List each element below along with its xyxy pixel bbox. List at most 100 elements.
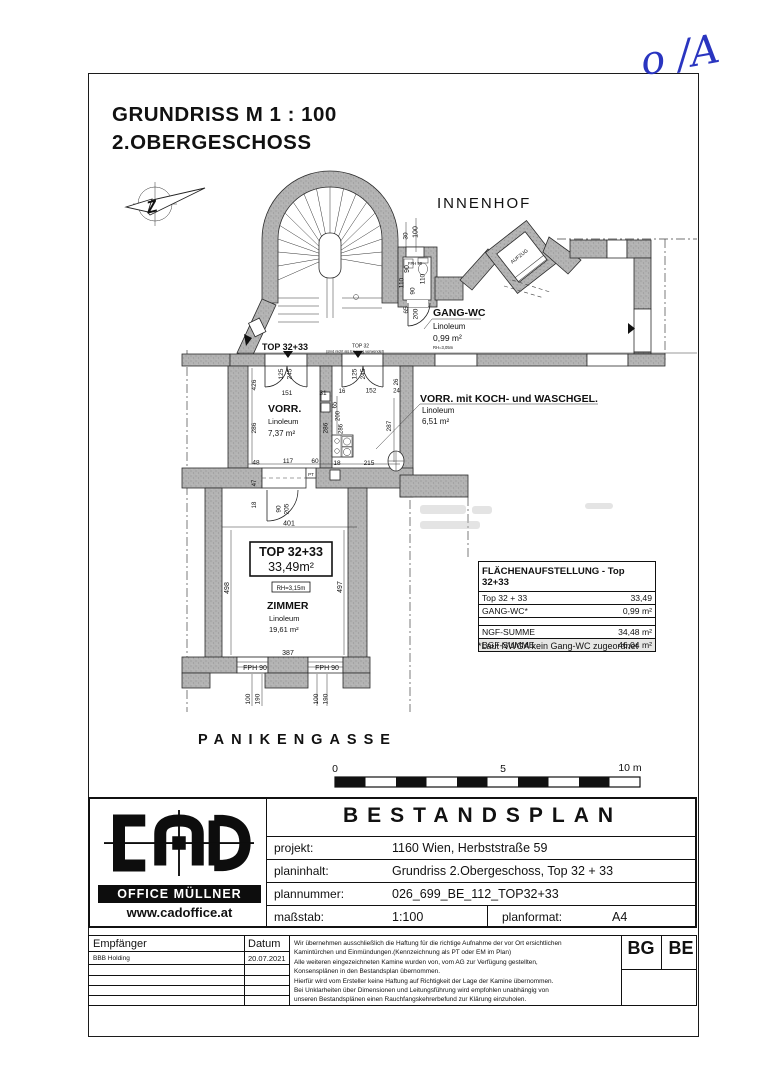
- dim: 245: [360, 368, 367, 379]
- handwritten-mark: o /A: [637, 26, 723, 85]
- dim: 100: [313, 693, 320, 704]
- gang-wc-area: 0,99 m²: [433, 333, 462, 343]
- row-value: 33,49: [630, 593, 652, 603]
- disclaimer-line: Wir übernehmen ausschließlich die Haftun…: [294, 940, 562, 947]
- elevator: AUFZUG: [434, 219, 582, 301]
- dim: 110: [399, 277, 406, 288]
- disclaimer-line: Hierfür wird vom Ersteller keine Haftung…: [294, 977, 554, 985]
- field-label-massstab: maßstab:: [274, 910, 325, 924]
- dim: 401: [283, 521, 295, 528]
- plan-title-line2: 2.OBERGESCHOSS: [112, 131, 312, 154]
- row-label: NGF-SUMME: [482, 627, 535, 637]
- dim: FPH 90: [243, 665, 267, 672]
- dim: FPH 90: [315, 665, 339, 672]
- sheet-border: [88, 73, 699, 1037]
- boundary-lines: [186, 238, 697, 712]
- door-top3233-label: TOP 32+33: [262, 342, 308, 352]
- table-spacer: [479, 618, 655, 626]
- dim: 190: [255, 693, 262, 704]
- street-label: PANIKENGASSE: [198, 732, 397, 748]
- row-label: BGF-SUMME: [482, 640, 535, 650]
- disclaimer-line: Kamintürchen und Einmündungen.(Kennzeich…: [294, 949, 512, 957]
- titleblock-line: [266, 836, 695, 837]
- footer-line: [89, 951, 289, 952]
- rh-box: RH=3,15m: [277, 586, 306, 592]
- scale-5: 5: [500, 763, 506, 775]
- zimmer-name: ZIMMER: [267, 600, 309, 612]
- footer-divider: [621, 936, 622, 1005]
- gang-wc-floor: Linoleum: [433, 322, 466, 331]
- dim: 48: [252, 460, 260, 467]
- zimmer-floor: Linoleum: [269, 614, 299, 623]
- courtyard-walls: [569, 239, 652, 366]
- logo-url: www.cadoffice.at: [126, 905, 233, 920]
- dim: 100: [245, 693, 252, 704]
- dim: 205: [284, 503, 291, 514]
- disclaimer-text: Wir übernehmen ausschließlich die Haftun…: [294, 939, 609, 1005]
- footer-line: [621, 969, 697, 970]
- cad-logo: [104, 810, 254, 876]
- disclaimer-line: Alle weiteren eingezeichneten Kamine wur…: [294, 958, 538, 966]
- dim: 287: [386, 420, 393, 431]
- dim: 31: [319, 390, 327, 397]
- field-value-planinhalt: Grundriss 2.Obergeschoss, Top 32 + 33: [392, 864, 614, 878]
- gang-wc-room: [397, 218, 438, 327]
- dim: 18: [252, 501, 258, 508]
- staircase: [261, 170, 399, 323]
- footer-block: Empfänger Datum BBB Holding 20.07.2021 W…: [88, 935, 697, 1006]
- scale-bar: 0 5 10 m: [332, 762, 642, 788]
- row-label: GANG-WC*: [482, 606, 528, 616]
- date-label: Datum: [248, 938, 281, 950]
- plan-type-title: BESTANDSPLAN: [342, 804, 623, 827]
- dim: 286: [323, 422, 330, 433]
- gang-wc-rh: RH=3,05m: [433, 345, 454, 350]
- table-row: GANG-WC* 0,99 m²: [479, 605, 655, 618]
- dim: 110: [420, 273, 427, 284]
- field-label-projekt: projekt:: [274, 841, 314, 855]
- dim: 18: [333, 460, 341, 467]
- field-label-planformat: planformat:: [502, 910, 563, 924]
- dim: 387: [282, 650, 294, 657]
- footer-line: [89, 985, 289, 986]
- dimension-lines: [222, 368, 400, 706]
- dim: 65: [403, 306, 410, 314]
- dim: 286: [339, 423, 345, 434]
- titleblock-line: [266, 882, 695, 883]
- dim: 190: [323, 693, 330, 704]
- titleblock-divider-small: [487, 905, 488, 926]
- area-table-header: FLÄCHENAUFSTELLUNG - Top 32+33: [479, 562, 655, 592]
- unit-box-line1: TOP 32+33: [259, 545, 323, 559]
- date-value: 20.07.2021: [248, 954, 286, 963]
- table-row: Top 32 + 33 33,49: [479, 592, 655, 605]
- be-badge: BE: [668, 938, 694, 958]
- row-value: 0,99 m²: [622, 606, 652, 616]
- dim: 16: [339, 389, 346, 395]
- dim: 200: [336, 410, 342, 421]
- recipient-value: BBB Holding: [93, 955, 130, 962]
- scan-smudges: [420, 503, 613, 529]
- footer-line: [89, 995, 289, 996]
- dim: 100: [413, 226, 420, 238]
- dim: 47: [252, 479, 258, 486]
- field-label-planinhalt: planinhalt:: [274, 864, 329, 878]
- field-value-planformat: A4: [612, 910, 628, 924]
- title-block: OFFICE MÜLLNER www.cadoffice.at BESTANDS…: [88, 797, 697, 928]
- north-compass: Z: [124, 182, 206, 226]
- dim: 497: [337, 581, 344, 593]
- row-label: Top 32 + 33: [482, 593, 528, 603]
- dim: FPH 90: [408, 261, 423, 266]
- dim: 498: [224, 582, 231, 594]
- field-value-plannummer: 026_699_BE_112_TOP32+33: [392, 887, 559, 901]
- dim: 286: [251, 422, 258, 433]
- entry-arrow-icon: [244, 334, 252, 346]
- field-value-massstab: 1:100: [392, 910, 424, 924]
- titleblock-line: [266, 859, 695, 860]
- wc-sink-icon: [403, 258, 414, 269]
- dim: 90: [410, 287, 417, 295]
- vorr-name: VORR.: [268, 403, 301, 415]
- disclaimer-line: Konsensplänen in den Bestandsplan überno…: [294, 968, 441, 976]
- dim: 26: [394, 378, 400, 385]
- dim: 151: [282, 390, 293, 397]
